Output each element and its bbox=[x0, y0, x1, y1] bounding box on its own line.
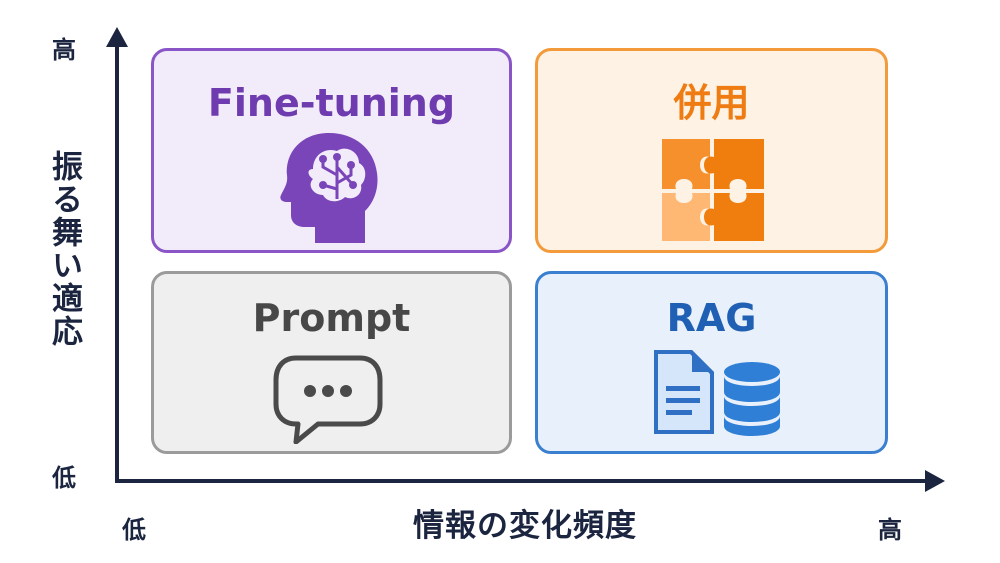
y-axis-low-label: 低 bbox=[52, 464, 76, 492]
quadrant-rag-label: RAG bbox=[666, 296, 757, 340]
document-database-icon bbox=[648, 346, 788, 442]
head-circuit-icon bbox=[279, 127, 379, 249]
x-axis-arrowhead bbox=[925, 470, 945, 492]
quadrant-prompt: Prompt bbox=[151, 271, 512, 454]
quadrant-fine-tuning: Fine-tuning bbox=[151, 48, 512, 253]
quadrant-rag: RAG bbox=[535, 271, 888, 454]
chat-bubble-icon bbox=[272, 352, 384, 448]
quadrant-combined: 併用 bbox=[535, 48, 888, 253]
quadrant-fine-tuning-label: Fine-tuning bbox=[207, 81, 456, 125]
y-axis-title: 振る舞い適応 bbox=[46, 150, 82, 348]
puzzle-icon bbox=[656, 137, 770, 247]
y-axis-arrowhead bbox=[106, 27, 128, 47]
x-axis-high-label: 高 bbox=[878, 516, 902, 544]
y-axis-high-label: 高 bbox=[52, 36, 76, 64]
quadrant-combined-label: 併用 bbox=[673, 81, 750, 125]
x-axis-title: 情報の変化頻度 bbox=[413, 508, 637, 544]
quadrant-prompt-label: Prompt bbox=[252, 296, 411, 340]
x-axis-low-label: 低 bbox=[122, 516, 146, 544]
